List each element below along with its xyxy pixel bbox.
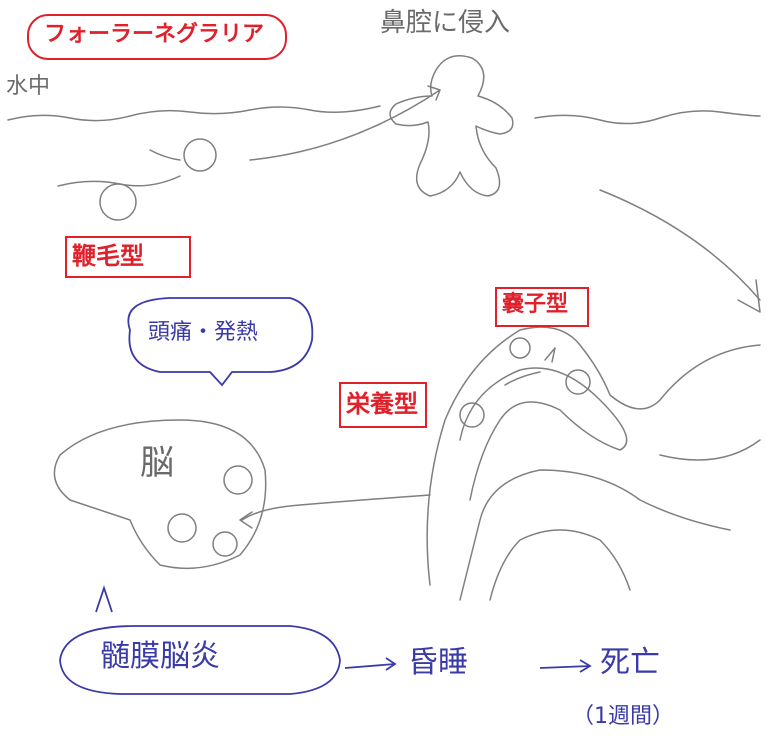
water-surface-left xyxy=(7,105,381,122)
trophozoite-label: 栄養型 xyxy=(346,390,418,418)
flagellum-line xyxy=(149,149,181,161)
symptoms-label: 頭痛・発熱 xyxy=(148,320,259,345)
throat-inner xyxy=(489,529,631,601)
throat-outline xyxy=(459,469,731,601)
nasal-invasion-label: 鼻腔に侵入 xyxy=(380,8,511,38)
invasion-arrow-head xyxy=(427,85,441,101)
organism-nasal-1 xyxy=(509,337,531,359)
nasal-cavity-inner xyxy=(459,367,628,501)
organism-water-1 xyxy=(183,138,217,172)
organism-nasal-3 xyxy=(459,402,485,428)
organism-brain-3 xyxy=(212,531,238,557)
organism-brain-1 xyxy=(223,465,253,495)
nasal-arrow-2 xyxy=(504,371,541,386)
death-arrow-head xyxy=(579,659,592,673)
coma-arrow-head xyxy=(385,657,397,671)
organism-brain-2 xyxy=(167,513,197,543)
in-water-label: 水中 xyxy=(6,74,51,99)
nasal-arrow-1 xyxy=(544,347,556,363)
water-surface-right xyxy=(534,110,761,125)
meningitis-oval xyxy=(59,625,341,695)
cyst-box xyxy=(495,287,589,327)
organism-water-2 xyxy=(99,183,137,221)
brain-outline xyxy=(53,419,267,570)
coma-label: 昏睡 xyxy=(408,645,468,680)
trophozoite-box xyxy=(339,382,427,428)
nasal-cavity-outline xyxy=(426,326,761,586)
cyst-label: 嚢子型 xyxy=(502,292,569,317)
meningitis-label: 髄膜脳炎 xyxy=(100,639,220,674)
big-curve-arrow xyxy=(599,189,761,301)
brain-arrow xyxy=(241,494,431,521)
big-curve-arrow-head xyxy=(737,279,761,313)
invasion-arrow xyxy=(249,89,441,161)
up-caret xyxy=(95,585,113,613)
title-label: フォーラーネグラリア xyxy=(44,22,265,47)
brain-label: 脳 xyxy=(140,443,174,483)
death-label: 死亡 xyxy=(600,645,660,680)
flagellate-label: 鞭毛型 xyxy=(72,242,144,270)
organism-nasal-2 xyxy=(565,369,591,395)
face-curve xyxy=(659,439,761,461)
symptoms-bubble xyxy=(127,297,314,387)
coma-arrow xyxy=(344,663,396,669)
death-arrow xyxy=(539,665,591,669)
duration-label: （1週間） xyxy=(572,704,674,729)
flagellate-box xyxy=(65,236,191,278)
title-box xyxy=(27,14,287,60)
brain-arrow-head xyxy=(239,511,253,529)
amoeba-trophozoite xyxy=(389,55,514,197)
